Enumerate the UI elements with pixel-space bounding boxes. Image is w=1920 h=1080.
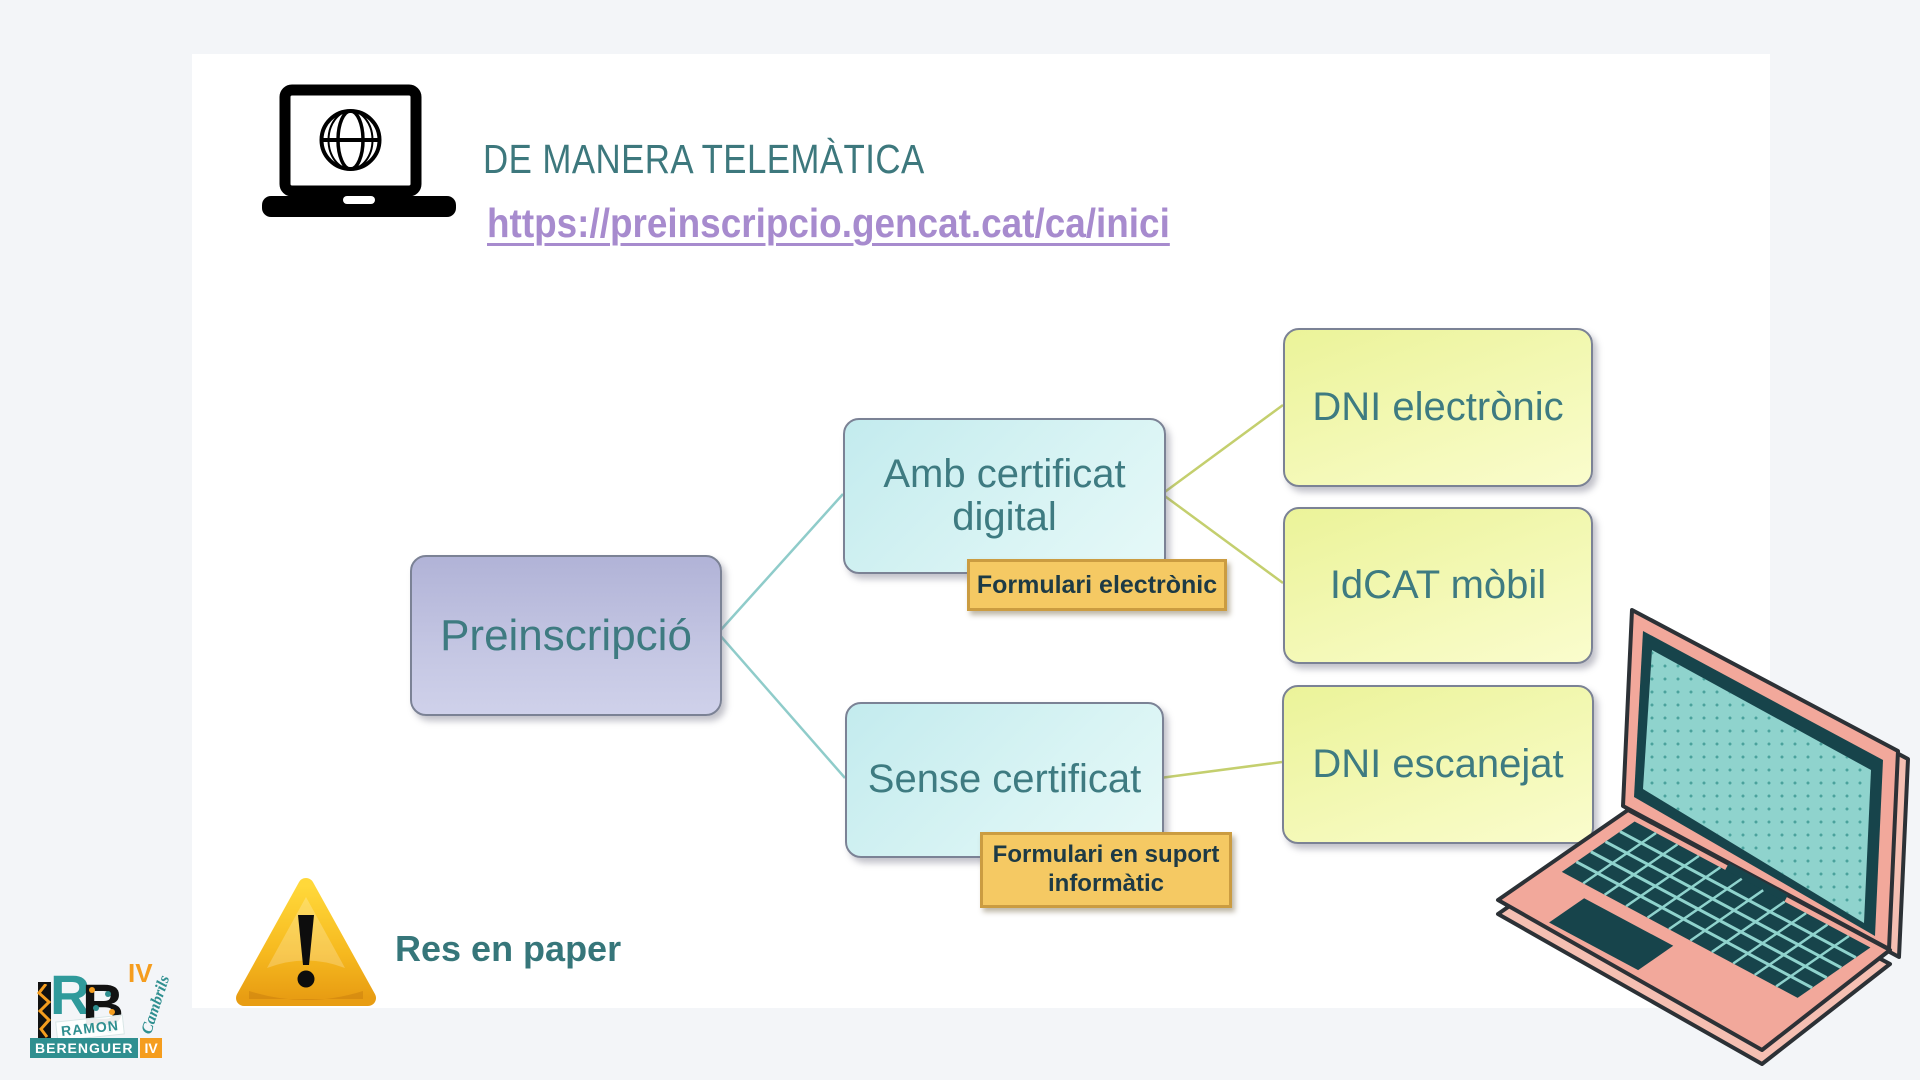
warning-text: Res en paper xyxy=(395,928,622,969)
logo-berenguer: BERENGUER xyxy=(30,1038,139,1058)
school-logo: R B IV Cambrils RAMON BERENGUER IV xyxy=(30,958,180,1071)
diagram-node-preinscripcio: Preinscripció xyxy=(410,555,722,716)
diagram-node-idcat-mobil: IdCAT mòbil xyxy=(1283,507,1593,664)
tag-formulari-electronic: Formulari electrònic xyxy=(967,559,1227,611)
logo-roman-iv: IV xyxy=(128,958,153,988)
laptop-illustration xyxy=(1480,608,1920,1080)
logo-berenguer-iv: IV xyxy=(140,1038,162,1058)
warning-icon xyxy=(236,878,376,1006)
diagram-node-amb-certificat-digital: Amb certificat digital xyxy=(843,418,1166,574)
diagram-node-dni-electronic: DNI electrònic xyxy=(1283,328,1593,487)
preinscripcio-url-link[interactable]: https://preinscripcio.gencat.cat/ca/inic… xyxy=(487,200,1170,246)
logo-zigzag xyxy=(36,984,52,1038)
slide-title: DE MANERA TELEMÀTICA xyxy=(483,136,925,182)
tag-formulari-suport-informatic: Formulari en suport informàtic xyxy=(980,832,1232,908)
diagram-node-dni-escanejat: DNI escanejat xyxy=(1282,685,1594,844)
laptop-globe-icon xyxy=(262,84,456,217)
logo-letter-r: R xyxy=(50,963,91,1026)
logo-name-line2: BERENGUER IV xyxy=(30,1038,162,1058)
laptop-keyboard xyxy=(1515,822,1870,1031)
